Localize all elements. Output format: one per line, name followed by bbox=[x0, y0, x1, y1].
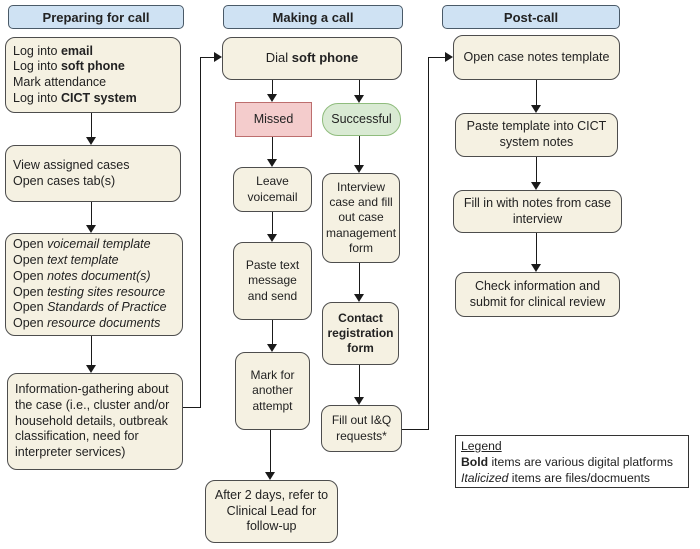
arrow-down-icon bbox=[354, 294, 364, 302]
arrow-down-icon bbox=[265, 472, 275, 480]
arrow-down-icon bbox=[531, 264, 541, 272]
connector-line bbox=[272, 212, 273, 234]
connector-line bbox=[359, 80, 360, 95]
connector-line bbox=[536, 80, 537, 105]
node-open-case-notes-template: Open case notes template bbox=[453, 35, 620, 80]
connector-line bbox=[536, 233, 537, 264]
connector-line bbox=[270, 430, 271, 472]
arrow-down-icon bbox=[354, 95, 364, 103]
connector-line bbox=[200, 57, 214, 58]
node-check-and-submit: Check information and submit for clinica… bbox=[455, 272, 620, 317]
arrow-down-icon bbox=[86, 137, 96, 145]
arrow-right-icon bbox=[445, 52, 453, 62]
connector-line bbox=[272, 80, 273, 94]
connector-line bbox=[183, 407, 201, 408]
node-interview-case: Interview case and fill out case managem… bbox=[322, 173, 400, 263]
connector-line bbox=[91, 336, 92, 365]
column-header-making-a-call: Making a call bbox=[223, 5, 403, 29]
connector-line bbox=[359, 365, 360, 397]
column-header-post-call: Post-call bbox=[442, 5, 620, 29]
arrow-down-icon bbox=[267, 344, 277, 352]
connector-line bbox=[91, 202, 92, 225]
connector-line bbox=[359, 136, 360, 165]
arrow-down-icon bbox=[267, 94, 277, 102]
node-paste-template-cict: Paste template into CICT system notes bbox=[455, 113, 618, 157]
connector-line bbox=[428, 57, 445, 58]
connector-line bbox=[428, 58, 429, 430]
arrow-down-icon bbox=[354, 397, 364, 405]
node-contact-registration-form: Contact registration form bbox=[322, 302, 399, 365]
connector-line bbox=[200, 58, 201, 408]
node-mark-another-attempt: Mark for another attempt bbox=[235, 352, 310, 430]
node-successful: Successful bbox=[322, 103, 401, 136]
arrow-down-icon bbox=[86, 365, 96, 373]
arrow-down-icon bbox=[531, 105, 541, 113]
node-missed: Missed bbox=[235, 102, 312, 137]
connector-line bbox=[536, 157, 537, 182]
arrow-down-icon bbox=[267, 234, 277, 242]
node-fill-out-iq-requests: Fill out I&Q requests* bbox=[321, 405, 402, 452]
node-paste-text-message: Paste text message and send bbox=[233, 242, 312, 320]
node-fill-in-notes: Fill in with notes from case interview bbox=[453, 190, 622, 233]
node-dial-soft-phone: Dial soft phone bbox=[222, 37, 402, 80]
arrow-right-icon bbox=[214, 52, 222, 62]
connector-line bbox=[91, 113, 92, 137]
connector-line bbox=[359, 263, 360, 294]
arrow-down-icon bbox=[267, 159, 277, 167]
arrow-down-icon bbox=[354, 165, 364, 173]
arrow-down-icon bbox=[86, 225, 96, 233]
column-header-preparing-for-call: Preparing for call bbox=[8, 5, 184, 29]
connector-line bbox=[272, 137, 273, 159]
connector-line bbox=[272, 320, 273, 344]
node-leave-voicemail: Leave voicemail bbox=[233, 167, 312, 212]
node-after-2-days-referral: After 2 days, refer to Clinical Lead for… bbox=[205, 480, 338, 543]
arrow-down-icon bbox=[531, 182, 541, 190]
connector-line bbox=[402, 429, 429, 430]
